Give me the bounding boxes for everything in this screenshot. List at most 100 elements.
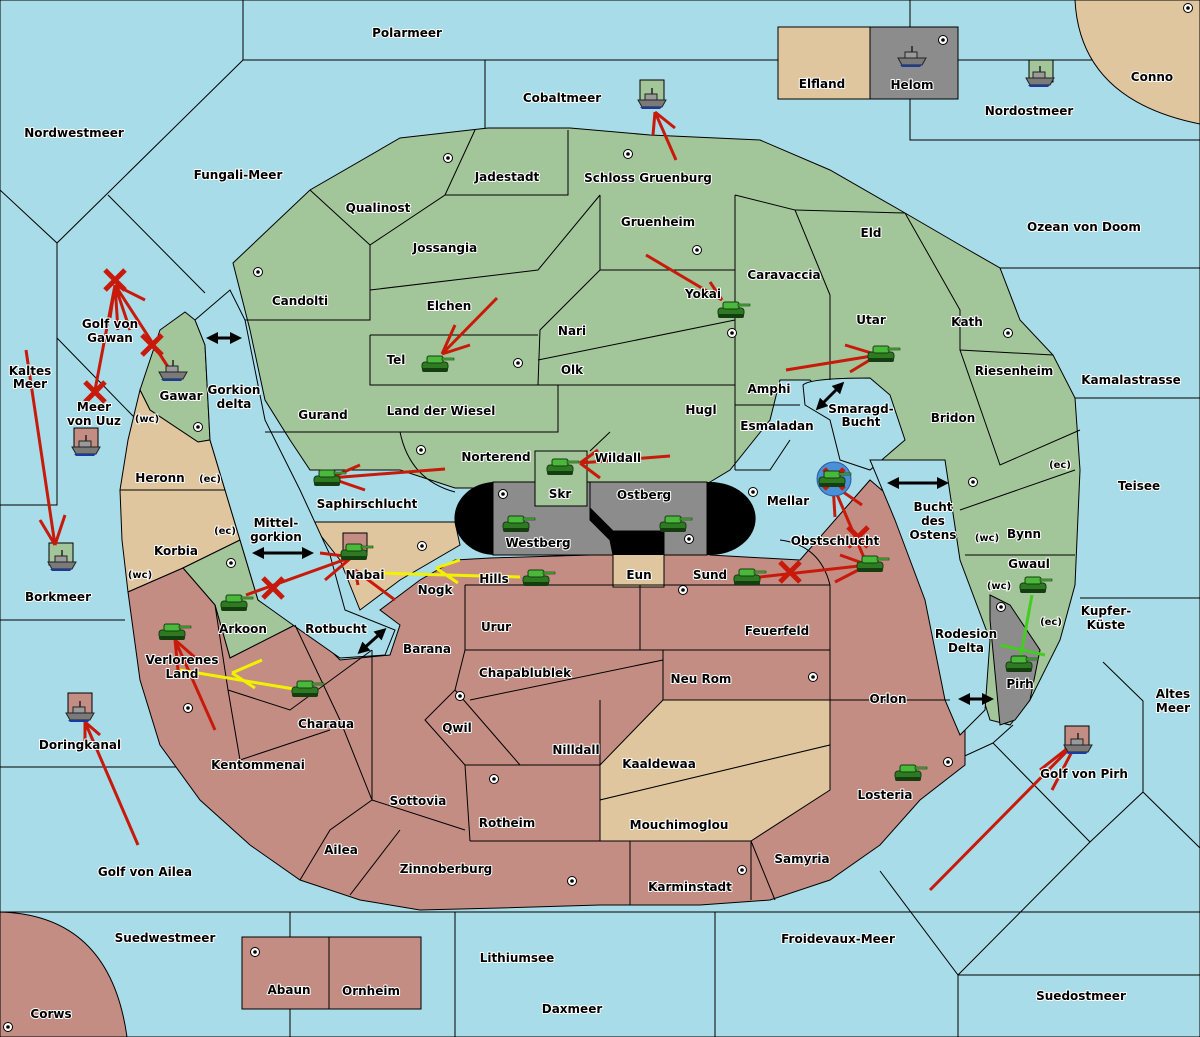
label-conno: Conno — [1131, 70, 1173, 84]
label-pirh: Pirh — [1006, 677, 1033, 691]
label-kupfer: Kupfer-Küste — [1081, 604, 1131, 632]
move-order — [440, 296, 499, 356]
coast-label-gwaul-ec: (ec) — [1040, 617, 1062, 628]
label-heronn: Heronn — [135, 471, 184, 485]
supply-center-icon — [996, 602, 1006, 612]
label-skr: Skr — [549, 487, 572, 501]
supply-center-icon — [968, 477, 978, 487]
label-qwil: Qwil — [442, 721, 472, 735]
label-norterend: Norterend — [461, 450, 530, 464]
province-elfland[interactable] — [777, 26, 871, 100]
supply-center-icon — [678, 585, 688, 595]
province-ostberg[interactable] — [589, 481, 708, 556]
label-froidevaux: Froidevaux-Meer — [781, 932, 895, 946]
label-urur: Urur — [481, 620, 511, 634]
coast-label-heronn-ec: (ec) — [199, 474, 221, 485]
label-nabai: Nabai — [346, 568, 385, 582]
label-caravaccia: Caravaccia — [747, 268, 820, 282]
supply-center-icon — [513, 358, 523, 368]
label-jadestadt: Jadestadt — [474, 170, 540, 184]
supply-center-icon — [253, 267, 263, 277]
label-amphi: Amphi — [747, 382, 790, 396]
double-arrow-icon — [815, 381, 845, 411]
label-mellar: Mellar — [767, 494, 809, 508]
label-mouchi: Mouchimoglou — [630, 818, 729, 832]
label-saphir: Saphirschlucht — [317, 497, 418, 511]
label-doringkanal: Doringkanal — [39, 738, 121, 752]
label-kaaldewaa: Kaaldewaa — [622, 757, 696, 771]
supply-center-icon — [183, 703, 193, 713]
label-helom: Helom — [890, 78, 933, 92]
province-corws[interactable] — [0, 911, 128, 1037]
supply-center-icon — [1003, 328, 1013, 338]
label-golfpirh: Golf von Pirh — [1040, 767, 1128, 781]
move-order — [579, 448, 671, 480]
label-nordostmeer: Nordostmeer — [985, 104, 1074, 118]
coast-label-gawar-wc: (wc) — [135, 414, 159, 425]
label-arkoon: Arkoon — [219, 622, 267, 636]
supply-center-icon — [455, 691, 465, 701]
supply-center-icon — [489, 774, 499, 784]
convoy-order — [999, 594, 1046, 661]
label-suedostmeer: Suedostmeer — [1036, 989, 1126, 1003]
label-borkmeer: Borkmeer — [25, 590, 91, 604]
label-losteria: Losteria — [857, 788, 912, 802]
move-order — [83, 720, 140, 846]
coast-label-gwaul-wc: (wc) — [987, 581, 1011, 592]
sea-bucht-des-ostens — [869, 459, 991, 736]
province-conno[interactable] — [1074, 0, 1200, 125]
label-sund: Sund — [693, 568, 727, 582]
supply-center-icon — [938, 35, 948, 45]
supply-center-icon — [727, 328, 737, 338]
label-obst: Obstschlucht — [791, 534, 880, 548]
label-chapa: Chapablublek — [479, 666, 572, 680]
label-hugl: Hugl — [685, 403, 716, 417]
supply-center-icon — [737, 865, 747, 875]
label-golfailea: Golf von Ailea — [98, 865, 192, 879]
label-westberg: Westberg — [505, 536, 570, 550]
label-suedwestmeer: Suedwestmeer — [115, 931, 216, 945]
supply-center-icon — [623, 149, 633, 159]
move-order — [173, 638, 217, 731]
label-tel: Tel — [387, 353, 406, 367]
label-riesenheim: Riesenheim — [975, 364, 1054, 378]
label-utar: Utar — [856, 313, 886, 327]
label-jossangia: Jossangia — [412, 241, 477, 255]
coast-label-bynn-wc: (wc) — [975, 533, 999, 544]
supply-center-icon — [692, 245, 702, 255]
label-nilldall: Nilldall — [552, 743, 599, 757]
supply-center-icon — [193, 422, 203, 432]
label-smaragd: Smaragd-Bucht — [828, 402, 893, 429]
label-schloss: Schloss Gruenburg — [584, 171, 712, 185]
move-order — [645, 253, 724, 302]
label-gawar: Gawar — [159, 389, 202, 403]
label-hills: Hills — [479, 572, 509, 586]
province-ornheim[interactable] — [328, 936, 422, 1010]
label-cobaltmeer: Cobaltmeer — [523, 91, 601, 105]
label-ornheim: Ornheim — [342, 984, 400, 998]
label-eun: Eun — [626, 568, 651, 582]
sea-gorkion — [194, 289, 396, 659]
label-charaua: Charaua — [298, 717, 354, 731]
label-korbia: Korbia — [154, 544, 198, 558]
label-mittelgorkion: Mittel-gorkion — [250, 516, 302, 544]
label-barana: Barana — [403, 642, 451, 656]
label-orlon: Orlon — [869, 692, 906, 706]
move-order — [24, 349, 67, 546]
supply-center-icon — [250, 947, 260, 957]
label-yokai: Yokai — [684, 287, 721, 301]
label-nari: Nari — [558, 324, 586, 338]
label-qualinost: Qualinost — [346, 201, 411, 215]
label-teisee: Teisee — [1118, 479, 1160, 493]
coast-label-korbia-ec: (ec) — [214, 526, 236, 537]
label-sottovia: Sottovia — [390, 794, 447, 808]
supply-center-icon — [567, 876, 577, 886]
